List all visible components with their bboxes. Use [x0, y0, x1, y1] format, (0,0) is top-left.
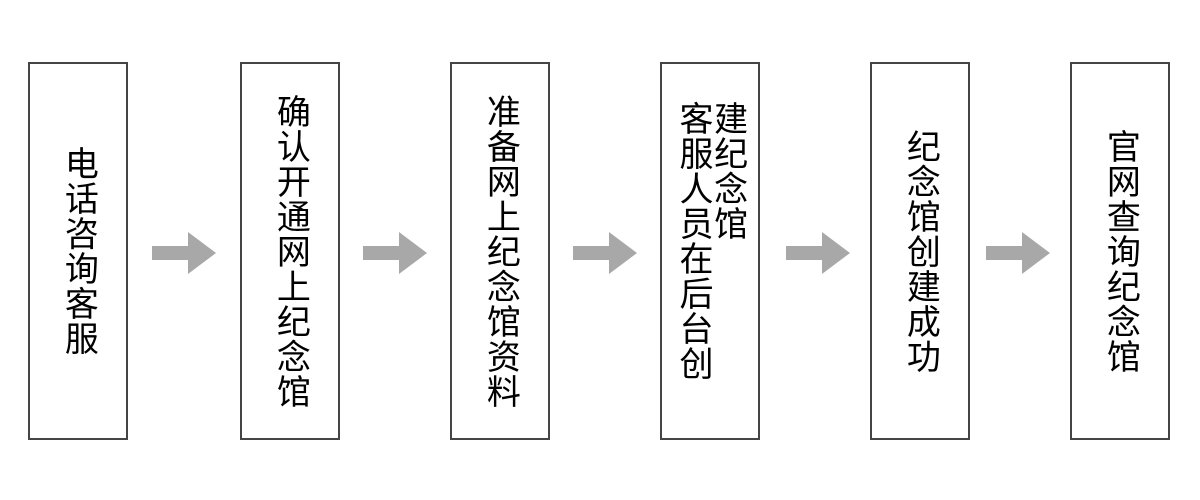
flow-node-2[interactable]: 确认开通网上纪念馆 [240, 62, 340, 440]
flow-node-4-label: 客服人员在后台创建纪念馆 [673, 101, 748, 381]
flow-node-3-label: 准备网上纪念馆资料 [480, 93, 521, 409]
flow-arrow-2 [363, 232, 427, 274]
flow-arrow-5 [986, 232, 1050, 274]
flow-node-3[interactable]: 准备网上纪念馆资料 [450, 62, 550, 440]
flow-node-2-label: 确认开通网上纪念馆 [270, 93, 311, 409]
flow-node-5-label: 纪念馆创建成功 [900, 128, 941, 374]
flow-node-1-label: 电话咨询客服 [58, 146, 99, 356]
flow-arrow-3 [573, 232, 637, 274]
flow-node-4[interactable]: 客服人员在后台创建纪念馆 [660, 62, 760, 440]
flow-arrow-4 [786, 232, 850, 274]
flow-node-6[interactable]: 官网查询纪念馆 [1070, 62, 1170, 440]
flow-node-5[interactable]: 纪念馆创建成功 [870, 62, 970, 440]
flow-node-6-label: 官网查询纪念馆 [1100, 128, 1141, 374]
flow-node-1[interactable]: 电话咨询客服 [28, 62, 128, 440]
flow-arrow-1 [152, 232, 216, 274]
